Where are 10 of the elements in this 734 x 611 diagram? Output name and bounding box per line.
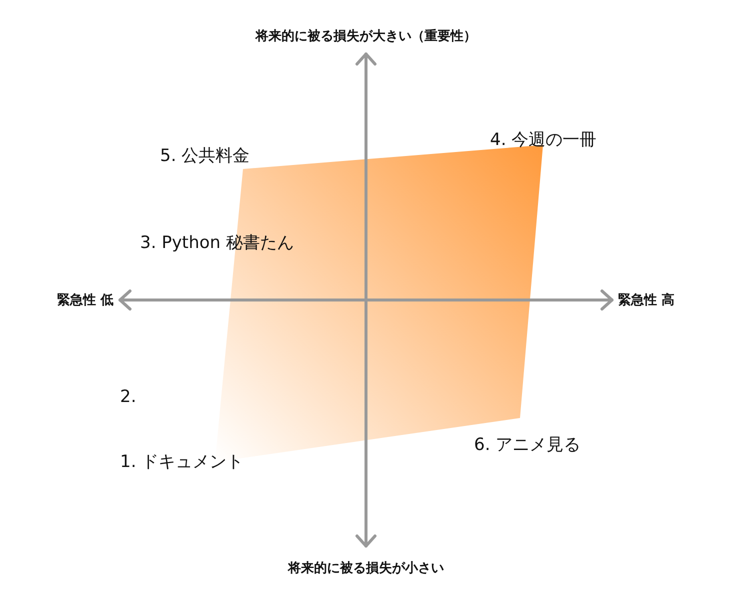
item-label: 4. 今週の一冊 (490, 132, 597, 148)
item-label: 6. アニメ見る (474, 436, 581, 454)
axis-label: 将来的に被る損失が小さい (288, 562, 444, 574)
item-label: 2. (120, 388, 136, 406)
axis-label: 緊急性 高 (618, 294, 675, 306)
item-label: 5. 公共料金 (160, 148, 250, 164)
item-label: 1. ドキュメント (120, 454, 244, 470)
axis-label: 将来的に被る損失が大きい（重要性） (256, 30, 476, 42)
axis-label: 緊急性 低 (57, 294, 114, 306)
item-label: 3. Python 秘書たん (140, 234, 294, 252)
